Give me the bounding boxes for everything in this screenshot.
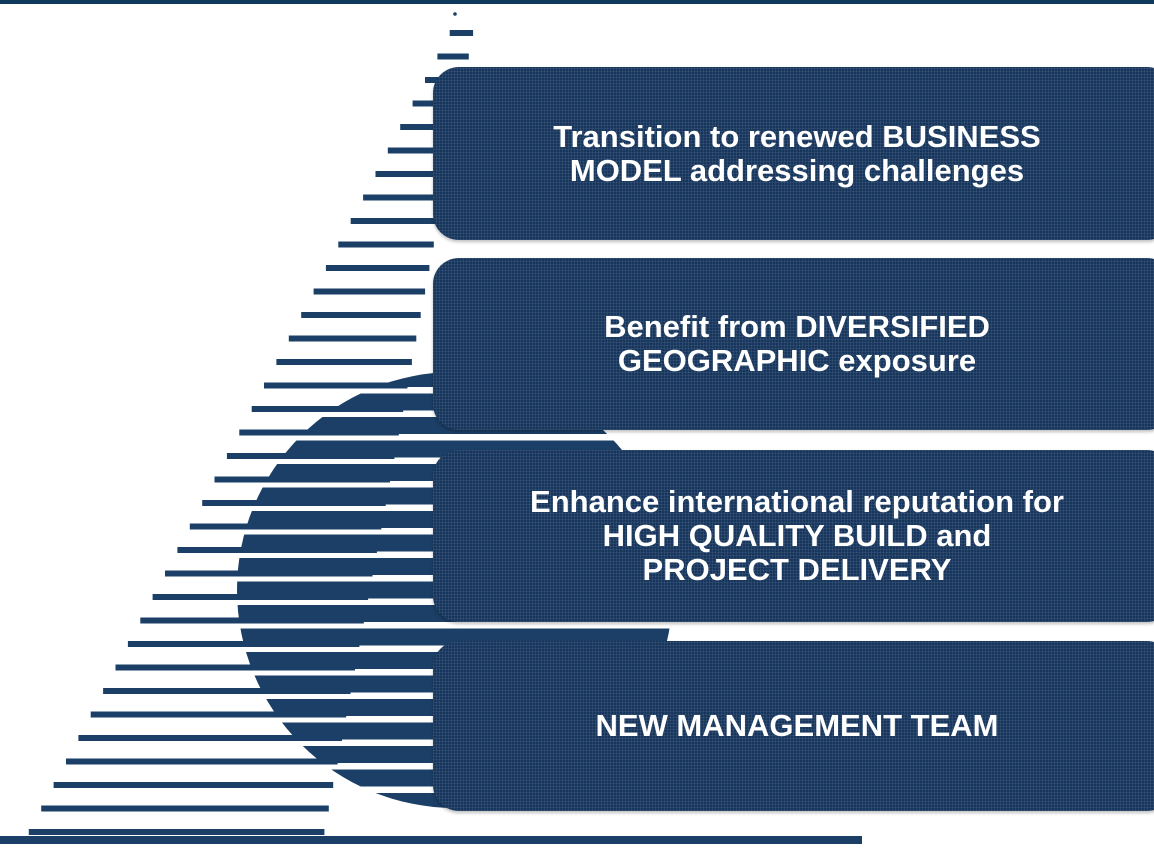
- pyramid-stripe: [400, 124, 456, 130]
- tier-4-label: NEW MANAGEMENT TEAM: [595, 708, 999, 743]
- pyramid-stripe: [375, 171, 447, 177]
- pyramid-tier-2-panel: Benefit from DIVERSIFIED GEOGRAPHIC expo…: [433, 258, 1154, 430]
- pyramid-stripe: [66, 758, 338, 765]
- pyramid-stripe: [28, 829, 325, 835]
- pyramid-stripe: [115, 664, 355, 671]
- pyramid-stripe: [78, 735, 343, 741]
- tier-1-label: Transition to renewed BUSINESS MODEL add…: [553, 118, 1041, 188]
- pyramid-stripe: [264, 382, 408, 389]
- pyramid-stripe: [41, 805, 329, 812]
- pyramid-tier-4-panel: NEW MANAGEMENT TEAM: [433, 641, 1154, 811]
- pyramid-tier-3-panel: Enhance international reputation for HIG…: [433, 450, 1154, 622]
- pyramid-stripe: [350, 218, 439, 224]
- pyramid-stripe: [127, 641, 360, 647]
- pyramid-stripe: [449, 30, 474, 36]
- pyramid-stripe: [276, 359, 412, 365]
- pyramid-stripe: [313, 288, 426, 295]
- pyramid-apex-dot: [453, 12, 457, 16]
- pyramid-stripe: [363, 194, 443, 201]
- pyramid-stripe: [90, 711, 347, 718]
- pyramid-stripe: [301, 312, 421, 318]
- pyramid-stripe: [53, 782, 334, 788]
- pyramid-stripe: [103, 688, 351, 694]
- pyramid-base-stripe: [0, 836, 862, 844]
- pyramid-stripe: [325, 265, 430, 271]
- pyramid-stripe: [387, 147, 452, 154]
- tier-2-label: Benefit from DIVERSIFIED GEOGRAPHIC expo…: [604, 309, 990, 378]
- pyramid-stripe: [437, 53, 469, 60]
- pyramid-stripe: [338, 241, 434, 248]
- top-rule: [0, 0, 1154, 4]
- pyramid-stripe: [251, 406, 404, 412]
- pyramid-stripe: [288, 335, 417, 342]
- pyramid-tier-1-panel: Transition to renewed BUSINESS MODEL add…: [433, 67, 1154, 240]
- tier-3-label: Enhance international reputation for HIG…: [530, 484, 1064, 587]
